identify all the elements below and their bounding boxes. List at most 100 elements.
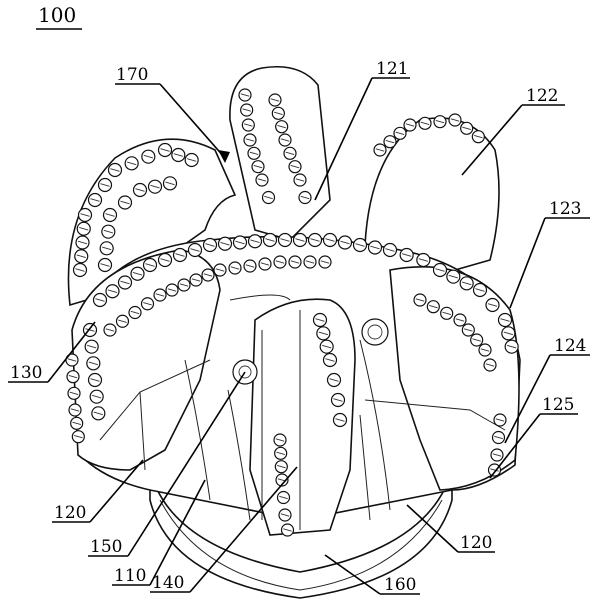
cutter-edge [325,358,335,362]
cutter-edge [245,138,255,142]
label-123: 123 [549,199,581,219]
cutter-edge [253,165,263,169]
cutter-edge [242,108,251,112]
label-121: 121 [376,59,408,79]
cutter-edge [179,283,189,287]
cutter-edge [472,338,481,342]
cutter-edge [435,120,445,124]
cutter-edge [487,303,498,307]
cutter-edge [105,328,115,332]
cutter-edge [305,260,315,264]
cutter-edge [290,260,300,264]
cutter-edge [205,243,215,247]
label-120-right: 120 [460,533,492,553]
label-120-left: 120 [54,503,86,523]
cutter-edge [72,421,81,425]
label-160: 160 [384,575,416,595]
cutter-edge [86,344,97,349]
cutter-edge [230,266,240,270]
cutter-edge [264,195,273,200]
cutter-edge [321,344,332,349]
label-170: 170 [116,65,148,85]
cutter-edge [79,227,89,231]
cutter-edge [110,168,120,172]
cutter-edge [245,264,255,268]
cutter-edge [279,495,288,500]
cutter-edge [325,238,335,242]
label-130: 130 [10,363,42,383]
cutter-edge [167,288,177,292]
cutter-edge [276,451,285,455]
cutter-edge [173,153,184,157]
cutter-edge [165,181,175,186]
cutter-edge [265,238,275,242]
cutter-edge [249,151,259,155]
cutter-edge [93,411,104,416]
cutter-edge [155,293,165,297]
cutter-edge [100,183,110,187]
cutter-edge [290,165,300,169]
label-110: 110 [114,566,146,586]
cutter-edge [70,408,80,412]
cutter-edge [280,238,290,242]
cutter-edge [464,328,473,332]
cutter-edge [77,240,88,245]
figure-number: 100 [38,3,76,27]
cutter-edge [105,213,115,217]
cutter-edge [244,123,253,127]
cutter-edge [143,154,154,159]
cutter-edge [67,358,77,362]
cutter-edge [418,258,429,262]
cutter-edge [485,363,495,367]
cutter-edge [495,418,505,422]
cutter-edge [442,311,451,315]
cutter-edge [462,126,471,130]
cutter-edge [120,200,130,205]
cutter-edge [150,184,160,189]
cutter-edge [385,248,395,252]
cutter-edge [260,262,270,266]
cutter-edge [203,273,213,277]
cutter-edge [355,243,365,247]
cutter-edge [120,280,130,285]
cutter-edge [415,298,425,302]
cutter-edge [80,213,90,217]
cutter-edge [401,253,412,257]
cutter-edge [160,148,170,152]
label-150: 150 [90,537,122,557]
cutter-edge [103,229,114,234]
cutter-edge [461,281,472,286]
cutter-edge [335,418,345,422]
cutter-edge [74,435,83,439]
pdc-cutters [65,88,519,537]
cutter-edge [235,240,245,245]
cutter-edge [275,260,285,264]
cutter-edge [101,246,112,251]
cutter-edge [186,158,197,162]
cutter-edge [450,118,460,122]
cutter-edge [175,253,185,257]
label-140: 140 [152,573,184,593]
cutter-edge [69,391,79,395]
cutter-edge [85,328,95,332]
cutter-edge [310,238,320,242]
cutter-edge [448,274,459,279]
cutter-edge [90,198,100,202]
cutter-edge [280,513,290,517]
cutter-edge [160,258,170,262]
label-125: 125 [542,395,574,415]
cutter-edge [506,344,517,349]
cutter-edge [143,302,152,306]
cutter-edge [480,348,490,352]
cutter-edge [283,528,292,532]
cutter-edge [220,242,230,246]
cutter-edge [455,318,465,322]
cutter-edge [429,305,438,309]
cutter-edge [277,125,286,129]
cutter-edge [135,188,145,192]
cutter-edge [420,121,430,125]
cutter-edge [375,148,385,152]
cutter-edge [329,378,339,382]
label-124: 124 [554,336,586,356]
cutter-edge [274,111,283,115]
